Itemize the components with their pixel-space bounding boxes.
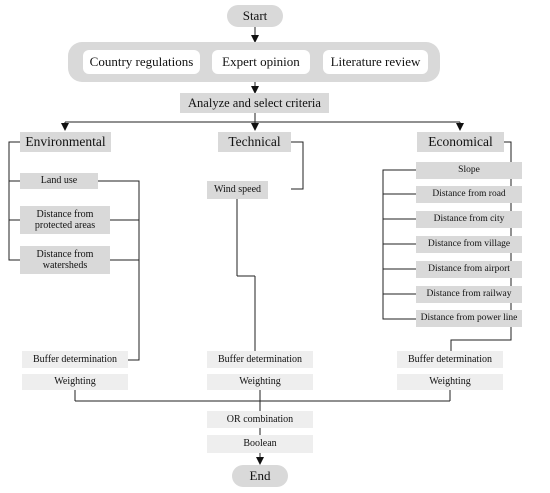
tech-buffer: Buffer determination — [207, 351, 313, 368]
criterion-road: Distance from road — [416, 186, 522, 203]
criterion-railway: Distance from railway — [416, 286, 522, 303]
criterion-city: Distance from city — [416, 211, 522, 228]
buffer-label: Buffer determination — [218, 353, 302, 365]
source-country-regulations: Country regulations — [83, 50, 200, 74]
criterion-slope: Slope — [416, 162, 522, 179]
criterion-label: Distance from city — [433, 214, 505, 225]
source-literature-review: Literature review — [323, 50, 428, 74]
criterion-label: Wind speed — [213, 184, 262, 196]
end-node: End — [232, 465, 288, 487]
tech-right-bracket — [291, 141, 304, 190]
criterion-label: Distance from railway — [426, 289, 512, 300]
technical-title: Technical — [228, 134, 281, 150]
econ-weighting: Weighting — [397, 374, 503, 390]
criterion-village: Distance from village — [416, 236, 522, 253]
economical-title: Economical — [428, 134, 493, 150]
weighting-label: Weighting — [239, 376, 281, 388]
environmental-title: Environmental — [25, 134, 106, 150]
environmental-header: Environmental — [20, 132, 111, 152]
criterion-label: Slope — [458, 165, 480, 176]
criterion-label: Distance from watersheds — [36, 248, 94, 272]
criterion-protected-areas: Distance from protected areas — [20, 206, 110, 234]
weighting-label: Weighting — [54, 376, 96, 388]
start-label: Start — [242, 7, 268, 23]
economical-header: Economical — [417, 132, 504, 152]
source-label: Expert opinion — [222, 53, 300, 69]
or-combination-label: OR combination — [226, 413, 294, 425]
env-weighting: Weighting — [22, 374, 128, 390]
boolean-node: Boolean — [207, 435, 313, 453]
start-node: Start — [227, 5, 283, 27]
analyze-label: Analyze and select criteria — [188, 95, 321, 110]
analyze-node: Analyze and select criteria — [180, 93, 329, 113]
econ-right-bracket — [450, 141, 512, 351]
criterion-label: Land use — [40, 175, 78, 187]
criterion-label: Distance from power line — [420, 313, 518, 324]
criterion-label: Distance from airport — [428, 264, 510, 275]
criterion-label: Distance from village — [427, 239, 511, 250]
econ-buffer: Buffer determination — [397, 351, 503, 368]
criterion-label: Distance from road — [432, 189, 506, 200]
boolean-label: Boolean — [243, 438, 277, 450]
source-label: Country regulations — [89, 53, 194, 69]
source-label: Literature review — [330, 53, 421, 69]
or-combination: OR combination — [207, 411, 313, 428]
env-right-bracket — [98, 180, 140, 361]
buffer-label: Buffer determination — [408, 353, 492, 365]
weighting-label: Weighting — [429, 376, 471, 388]
criterion-watersheds: Distance from watersheds — [20, 246, 110, 274]
source-expert-opinion: Expert opinion — [212, 50, 310, 74]
criterion-airport: Distance from airport — [416, 261, 522, 278]
tech-weighting: Weighting — [207, 374, 313, 390]
buffer-label: Buffer determination — [33, 353, 117, 365]
criterion-wind-speed: Wind speed — [207, 181, 268, 199]
end-label: End — [249, 467, 271, 483]
env-left-bracket — [8, 141, 20, 261]
env-buffer: Buffer determination — [22, 351, 128, 368]
technical-header: Technical — [218, 132, 291, 152]
criterion-land-use: Land use — [20, 173, 98, 189]
criterion-label: Distance from protected areas — [34, 208, 96, 232]
criterion-power-line: Distance from power line — [416, 310, 522, 327]
